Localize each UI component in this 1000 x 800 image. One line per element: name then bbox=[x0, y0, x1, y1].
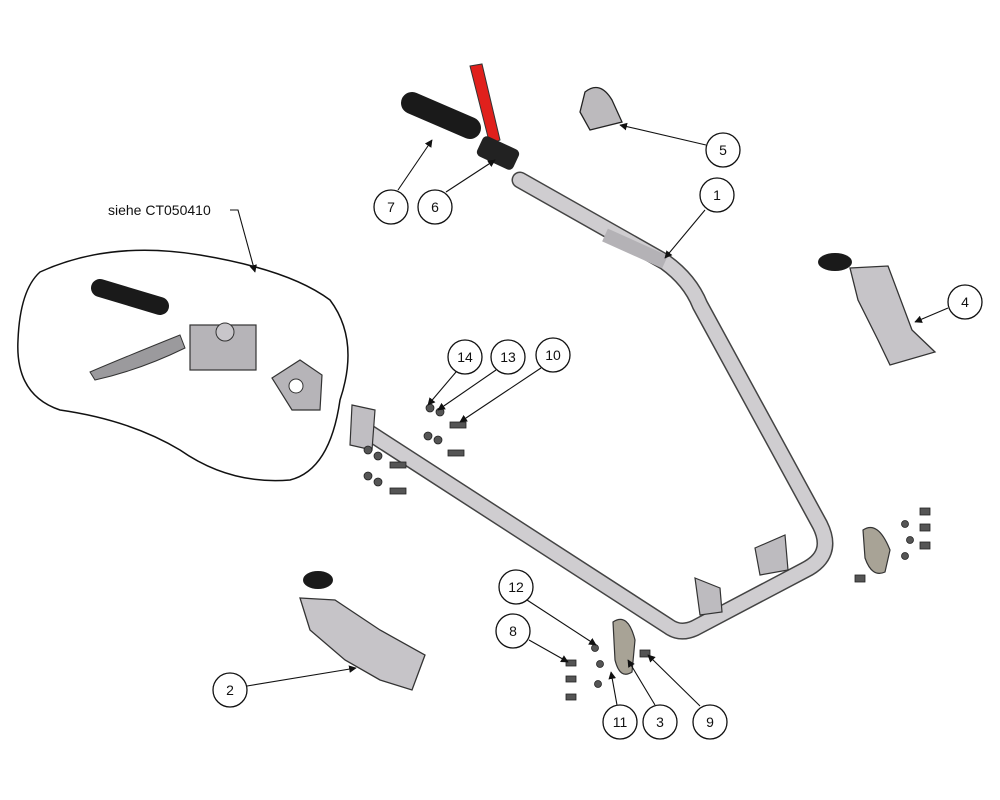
callout-7: 7 bbox=[373, 189, 409, 225]
callout-1: 1 bbox=[699, 177, 735, 213]
svg-text:14: 14 bbox=[457, 349, 473, 365]
callout-4: 4 bbox=[947, 284, 983, 320]
callout-3: 3 bbox=[642, 704, 678, 740]
svg-text:13: 13 bbox=[500, 349, 516, 365]
callout-5: 5 bbox=[705, 132, 741, 168]
callout-10: 10 bbox=[535, 337, 571, 373]
svg-text:3: 3 bbox=[656, 714, 664, 730]
svg-text:6: 6 bbox=[431, 199, 439, 215]
svg-text:5: 5 bbox=[719, 142, 727, 158]
svg-text:10: 10 bbox=[545, 347, 561, 363]
callout-8: 8 bbox=[495, 613, 531, 649]
svg-text:1: 1 bbox=[713, 187, 721, 203]
callout-13: 13 bbox=[490, 339, 526, 375]
svg-text:2: 2 bbox=[226, 682, 234, 698]
svg-text:11: 11 bbox=[613, 714, 628, 730]
fasteners bbox=[363, 403, 931, 701]
clip-part-5 bbox=[579, 86, 623, 131]
callout-2: 2 bbox=[212, 672, 248, 708]
callout-9: 9 bbox=[692, 704, 728, 740]
reference-detail-outline bbox=[17, 249, 349, 482]
callout-11: 11 bbox=[602, 704, 638, 740]
svg-text:9: 9 bbox=[706, 714, 714, 730]
svg-text:12: 12 bbox=[508, 579, 524, 595]
bracket-part-2 bbox=[299, 571, 426, 691]
reference-note: siehe CT050410 bbox=[108, 202, 211, 218]
svg-text:4: 4 bbox=[961, 294, 969, 310]
main-handlebar-tube bbox=[349, 171, 834, 640]
callout-14: 14 bbox=[447, 339, 483, 375]
callout-6: 6 bbox=[417, 189, 453, 225]
leader-lines bbox=[246, 122, 949, 707]
bracket-part-4 bbox=[818, 253, 937, 366]
callout-12: 12 bbox=[498, 569, 534, 605]
reference-leader bbox=[230, 209, 257, 273]
svg-text:8: 8 bbox=[509, 623, 517, 639]
svg-text:7: 7 bbox=[387, 199, 395, 215]
red-lever bbox=[469, 63, 520, 170]
grip-handle bbox=[401, 92, 481, 139]
